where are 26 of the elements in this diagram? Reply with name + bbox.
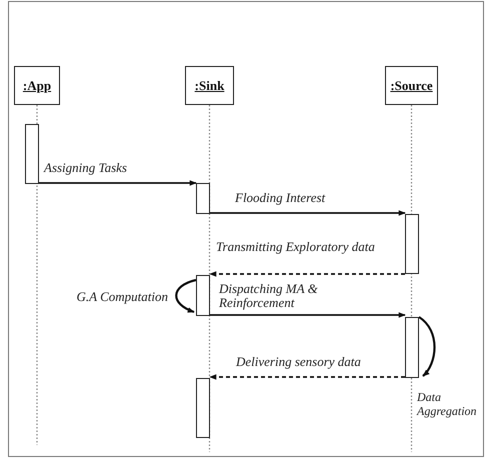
activation-bar (405, 317, 419, 378)
lifeline-head (385, 66, 438, 105)
message-label: Assigning Tasks (44, 161, 128, 175)
object-name: :Source (390, 78, 433, 94)
self-message-arrow (418, 316, 436, 377)
message-label: Data Aggregation (417, 390, 478, 418)
activation-bar (196, 378, 210, 438)
activation-bar (25, 124, 39, 184)
object-name: :Sink (194, 78, 224, 94)
lifeline-head (185, 66, 234, 105)
message-arrow (210, 312, 406, 318)
activation-bar (196, 275, 210, 316)
message-label: Delivering sensory data (236, 355, 362, 369)
message-label: G.A Computation (76, 290, 168, 304)
message-label: Dispatching MA & Reinforcement (219, 282, 319, 310)
message-arrow (210, 210, 406, 216)
message-arrow (39, 180, 197, 186)
activation-bar (196, 183, 210, 214)
object-name: :App (22, 78, 52, 94)
lifeline-head (14, 66, 60, 105)
message-label: Flooding Interest (235, 191, 326, 205)
self-message-arrow (175, 278, 196, 314)
return-message-arrow (209, 271, 405, 277)
message-label: Transmitting Exploratory data (216, 240, 376, 254)
activation-bar (405, 214, 419, 274)
return-message-arrow (209, 374, 405, 380)
